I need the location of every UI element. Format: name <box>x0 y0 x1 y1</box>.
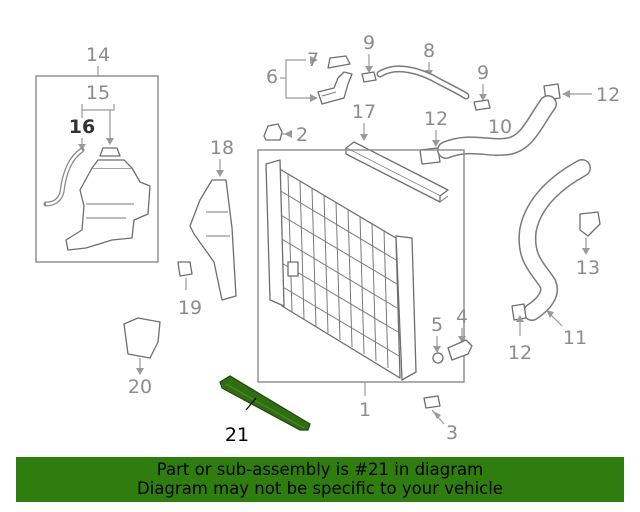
callout-11[interactable]: 11 <box>563 327 587 349</box>
cap-group: 2 <box>263 123 308 146</box>
callout-4[interactable]: 4 <box>456 306 468 328</box>
callout-16[interactable]: 16 <box>69 116 95 138</box>
callout-20[interactable]: 20 <box>128 376 152 398</box>
callout-14[interactable]: 14 <box>86 44 110 66</box>
bracket-20: 20 <box>123 317 161 398</box>
callout-2[interactable]: 2 <box>296 124 308 146</box>
callout-12c[interactable]: 12 <box>508 342 532 364</box>
callout-9a[interactable]: 9 <box>363 32 375 54</box>
callout-18[interactable]: 18 <box>210 137 234 159</box>
callout-12a[interactable]: 12 <box>596 84 620 106</box>
banner-line-1: Part or sub-assembly is #21 in diagram <box>156 460 484 479</box>
callout-13[interactable]: 13 <box>576 257 600 279</box>
callout-3[interactable]: 3 <box>446 422 458 444</box>
reservoir-inset: 14 15 16 <box>35 44 159 263</box>
highlighted-part-21[interactable] <box>219 375 311 431</box>
callout-8[interactable]: 8 <box>423 40 435 62</box>
callout-7[interactable]: 7 <box>307 49 319 71</box>
inlet-group: 6 7 <box>266 49 353 105</box>
callout-15[interactable]: 15 <box>86 82 110 104</box>
radiator-fins <box>278 173 400 369</box>
callout-12b[interactable]: 12 <box>424 108 448 130</box>
drain-group: 5 4 <box>431 306 473 364</box>
part-21-seal[interactable]: 21 <box>219 375 311 446</box>
callout-1[interactable]: 1 <box>359 399 371 421</box>
radiator-assembly: 1 <box>257 149 465 421</box>
reservoir-tank <box>65 167 151 251</box>
lower-hose-group: 13 12 11 <box>508 159 601 364</box>
callout-17[interactable]: 17 <box>352 101 376 123</box>
support-17: 17 <box>345 101 449 203</box>
callout-6[interactable]: 6 <box>266 66 278 88</box>
deflector-18: 18 <box>189 137 237 301</box>
callout-9b[interactable]: 9 <box>477 62 489 84</box>
info-banner: Part or sub-assembly is #21 in diagram D… <box>16 457 624 502</box>
callout-5[interactable]: 5 <box>431 314 443 336</box>
clip-19: 19 <box>177 261 202 319</box>
mount-group: 3 <box>423 395 458 444</box>
upper-hose-group: 12 12 10 <box>419 83 620 165</box>
callout-19[interactable]: 19 <box>178 297 202 319</box>
banner-line-2: Diagram may not be specific to your vehi… <box>137 479 503 498</box>
callout-10[interactable]: 10 <box>488 116 512 138</box>
callout-21[interactable]: 21 <box>225 424 249 446</box>
hose-8-group: 9 8 9 <box>361 32 491 111</box>
